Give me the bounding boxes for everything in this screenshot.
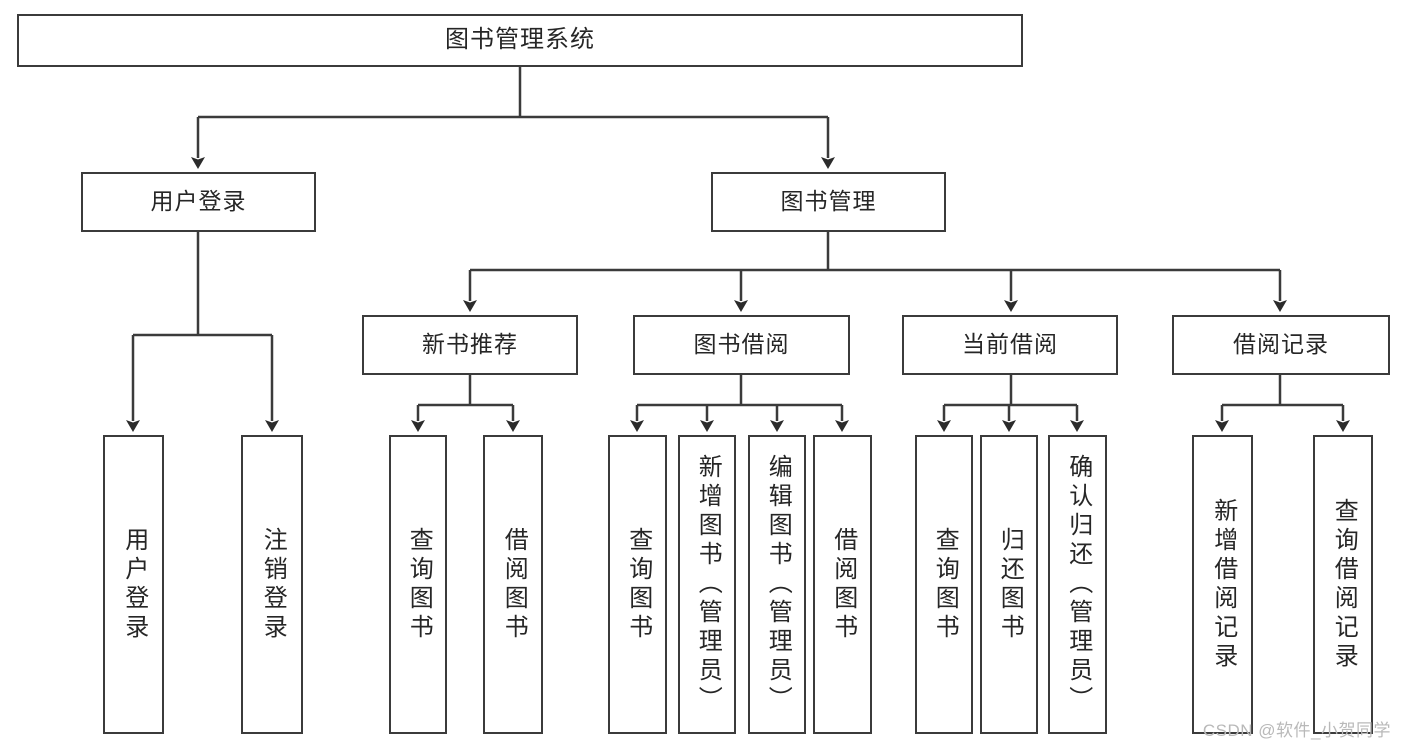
- node-label: 确认归还（管理员）: [1064, 454, 1092, 715]
- node-book-borrow[interactable]: 图书借阅: [633, 315, 850, 375]
- node-label: 新增图书（管理员）: [694, 454, 722, 715]
- node-book-management[interactable]: 图书管理: [711, 172, 946, 232]
- node-user-login[interactable]: 用户登录: [81, 172, 316, 232]
- leaf-borrow-record-query-record[interactable]: 查询借阅记录: [1313, 435, 1373, 734]
- node-label: 借阅图书: [829, 526, 857, 643]
- node-label: 查询图书: [405, 526, 433, 643]
- node-label: 查询借阅记录: [1330, 497, 1358, 672]
- leaf-book-borrow-borrow-book[interactable]: 借阅图书: [813, 435, 872, 734]
- node-label: 新书推荐: [422, 331, 518, 358]
- csdn-watermark: CSDN @软件_小贺同学: [1202, 721, 1391, 740]
- node-label: 查询图书: [624, 526, 652, 643]
- leaf-user-login-login[interactable]: 用户登录: [103, 435, 164, 734]
- node-current-borrow[interactable]: 当前借阅: [902, 315, 1118, 375]
- leaf-new-book-borrow-book[interactable]: 借阅图书: [483, 435, 543, 734]
- node-label: 借阅图书: [500, 526, 528, 643]
- leaf-current-borrow-return-book[interactable]: 归还图书: [980, 435, 1038, 734]
- node-label: 借阅记录: [1233, 331, 1329, 358]
- node-label: 图书管理: [780, 188, 877, 215]
- leaf-book-borrow-edit-book-admin[interactable]: 编辑图书（管理员）: [748, 435, 806, 734]
- leaf-current-borrow-confirm-return-admin[interactable]: 确认归还（管理员）: [1048, 435, 1107, 734]
- node-label: 用户登录: [150, 188, 247, 215]
- node-new-book-recommend[interactable]: 新书推荐: [362, 315, 578, 375]
- node-label: 新增借阅记录: [1209, 497, 1237, 672]
- leaf-book-borrow-query-book[interactable]: 查询图书: [608, 435, 667, 734]
- leaf-user-login-logout[interactable]: 注销登录: [241, 435, 303, 734]
- node-label: 当前借阅: [962, 331, 1058, 358]
- leaf-new-book-query-book[interactable]: 查询图书: [389, 435, 447, 734]
- node-label: 图书管理系统: [445, 26, 595, 54]
- node-borrow-record[interactable]: 借阅记录: [1172, 315, 1390, 375]
- node-label: 图书借阅: [693, 331, 790, 358]
- leaf-book-borrow-add-book-admin[interactable]: 新增图书（管理员）: [678, 435, 736, 734]
- leaf-current-borrow-query-book[interactable]: 查询图书: [915, 435, 973, 734]
- node-label: 查询图书: [931, 526, 959, 643]
- node-label: 编辑图书（管理员）: [764, 454, 792, 715]
- node-label: 用户登录: [120, 526, 148, 643]
- leaf-borrow-record-add-record[interactable]: 新增借阅记录: [1192, 435, 1253, 734]
- node-root-book-management-system[interactable]: 图书管理系统: [17, 14, 1023, 67]
- node-label: 归还图书: [996, 526, 1024, 643]
- node-label: 注销登录: [259, 526, 287, 643]
